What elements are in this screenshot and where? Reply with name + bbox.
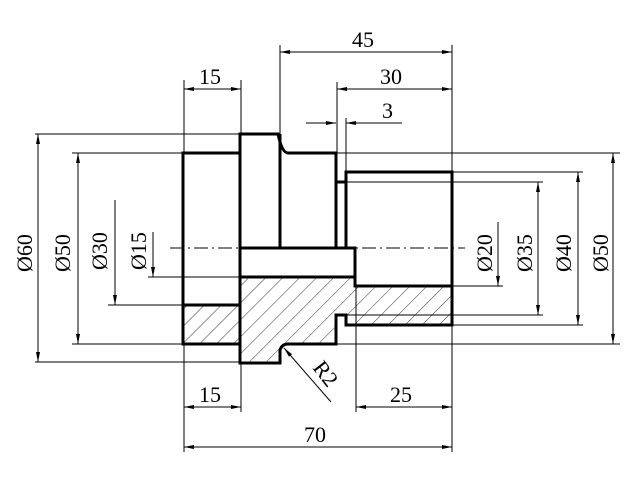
dim-r2: R2 xyxy=(308,356,344,392)
section-hatch xyxy=(183,277,452,363)
extension-lines xyxy=(35,45,620,452)
dim-70: 70 xyxy=(304,422,326,447)
dim-dia-20: Ø20 xyxy=(472,234,497,272)
dim-45: 45 xyxy=(352,27,374,52)
dim-top-15: 15 xyxy=(199,64,221,89)
dim-dia-40: Ø40 xyxy=(551,234,576,272)
dimension-lines xyxy=(36,50,615,449)
dim-bottom-15: 15 xyxy=(199,382,221,407)
dim-30: 30 xyxy=(380,64,402,89)
dim-dia-15: Ø15 xyxy=(126,232,151,270)
dim-3: 3 xyxy=(382,98,393,123)
part-outline xyxy=(181,132,454,365)
dim-dia-50-left: Ø50 xyxy=(50,234,75,272)
dim-25: 25 xyxy=(390,382,412,407)
dim-dia-35: Ø35 xyxy=(512,234,537,272)
dim-dia-50-right: Ø50 xyxy=(588,234,613,272)
dim-dia-30: Ø30 xyxy=(87,232,112,270)
dim-dia-60: Ø60 xyxy=(12,234,37,272)
